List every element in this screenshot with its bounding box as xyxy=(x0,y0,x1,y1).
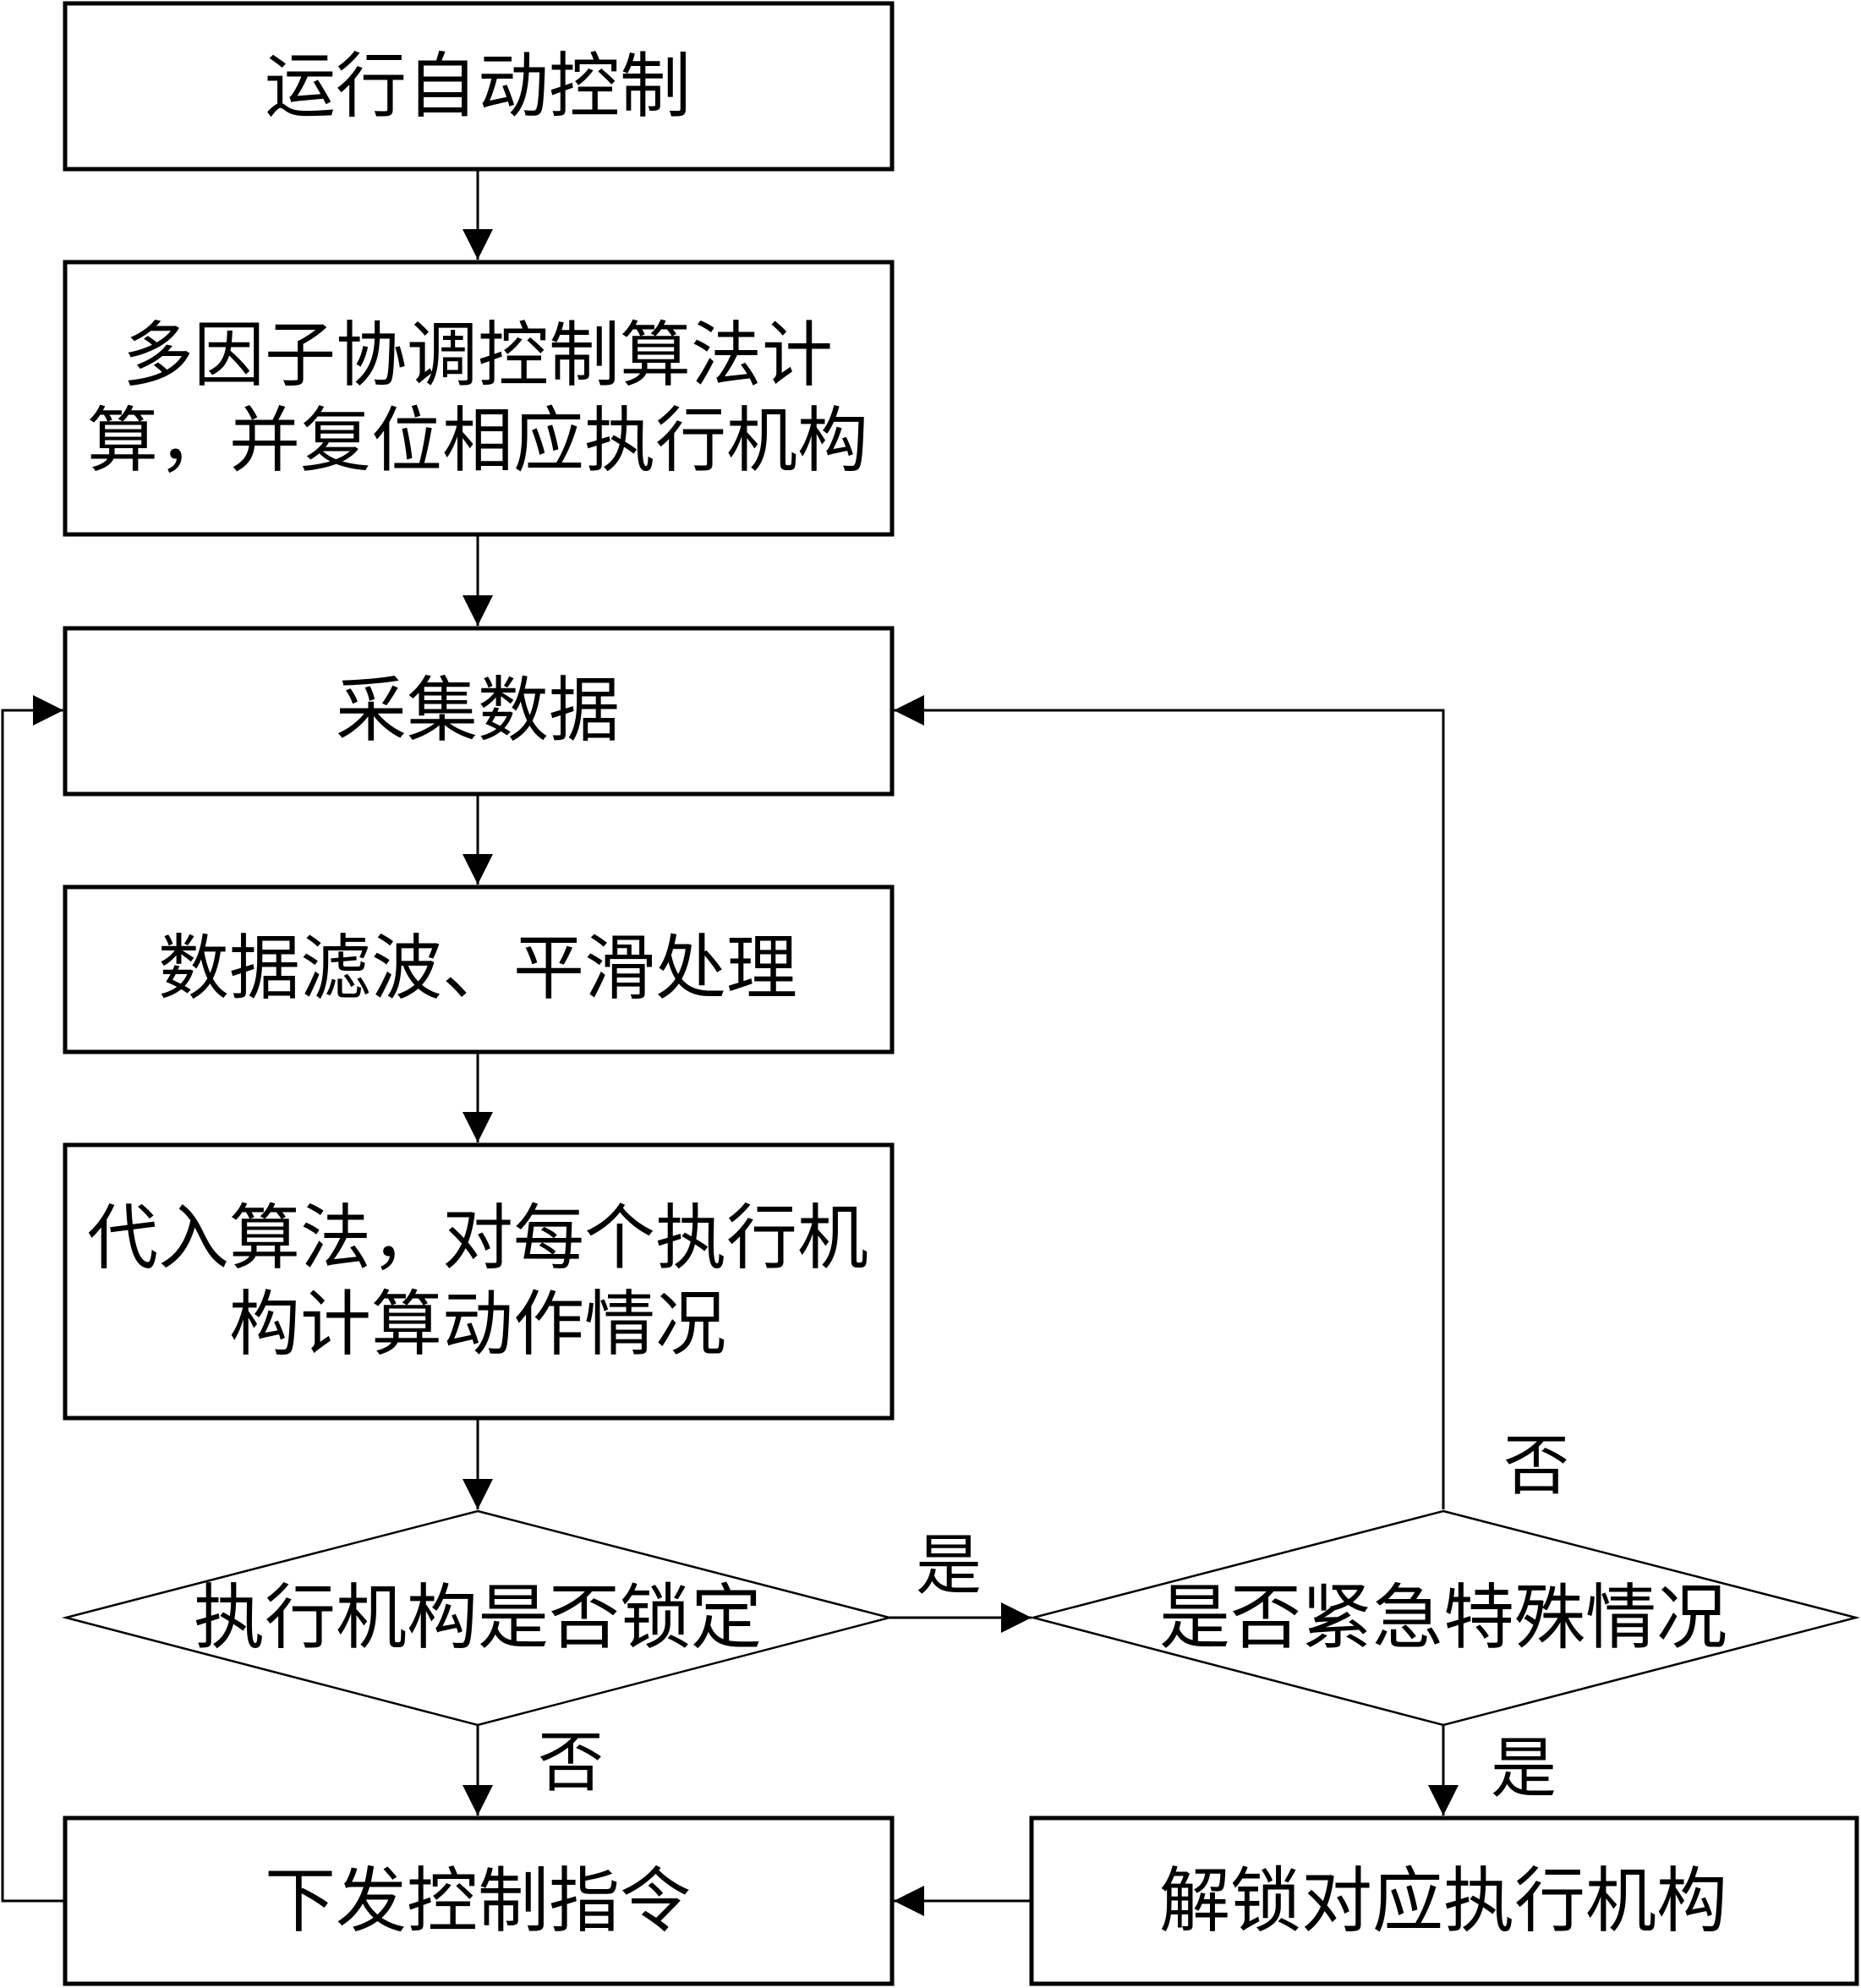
diamond-locked: 执行机构是否锁定 xyxy=(62,1509,894,1727)
box-compute: 多因子协调控制算法计 算，并复位相应执行机构 xyxy=(63,260,895,537)
box-unlock-label: 解锁对应执行机构 xyxy=(1159,1859,1727,1942)
diamond-emergency-label: 是否紧急特殊情况 xyxy=(1159,1576,1727,1659)
box-compute-label-line2: 算，并复位相应执行机构 xyxy=(87,399,868,482)
box-calc-label-line1: 代入算法，对每个执行机 xyxy=(87,1197,868,1279)
box-unlock: 解锁对应执行机构 xyxy=(1029,1815,1859,1986)
label-emergency-no: 否 xyxy=(1503,1428,1569,1504)
diamond-emergency: 是否紧急特殊情况 xyxy=(1029,1509,1860,1727)
label-emergency-yes: 是 xyxy=(1491,1731,1557,1807)
label-locked-no: 否 xyxy=(538,1725,604,1801)
box-filter: 数据滤波、平滑处理 xyxy=(63,884,895,1054)
box-send-label: 下发控制指令 xyxy=(265,1859,691,1942)
box-calc: 代入算法，对每个执行机 构计算动作情况 xyxy=(63,1142,895,1421)
box-start: 运行自动控制 xyxy=(63,1,895,172)
box-collect: 采集数据 xyxy=(63,626,895,797)
edge-emergency-no-to-collect xyxy=(894,695,1445,1509)
edge-send-loop-to-collect xyxy=(1,695,63,1903)
box-filter-label: 数据滤波、平滑处理 xyxy=(158,927,797,1010)
box-calc-label-line2: 构计算动作情况 xyxy=(229,1283,726,1366)
connectors xyxy=(1,171,1459,1916)
box-send: 下发控制指令 xyxy=(63,1815,895,1986)
box-start-label: 运行自动控制 xyxy=(265,45,691,128)
label-locked-yes: 是 xyxy=(916,1528,982,1604)
diamond-locked-label: 执行机构是否锁定 xyxy=(194,1576,762,1659)
box-collect-label: 采集数据 xyxy=(336,669,620,752)
box-compute-label-line1: 多因子协调控制算法计 xyxy=(123,314,833,397)
